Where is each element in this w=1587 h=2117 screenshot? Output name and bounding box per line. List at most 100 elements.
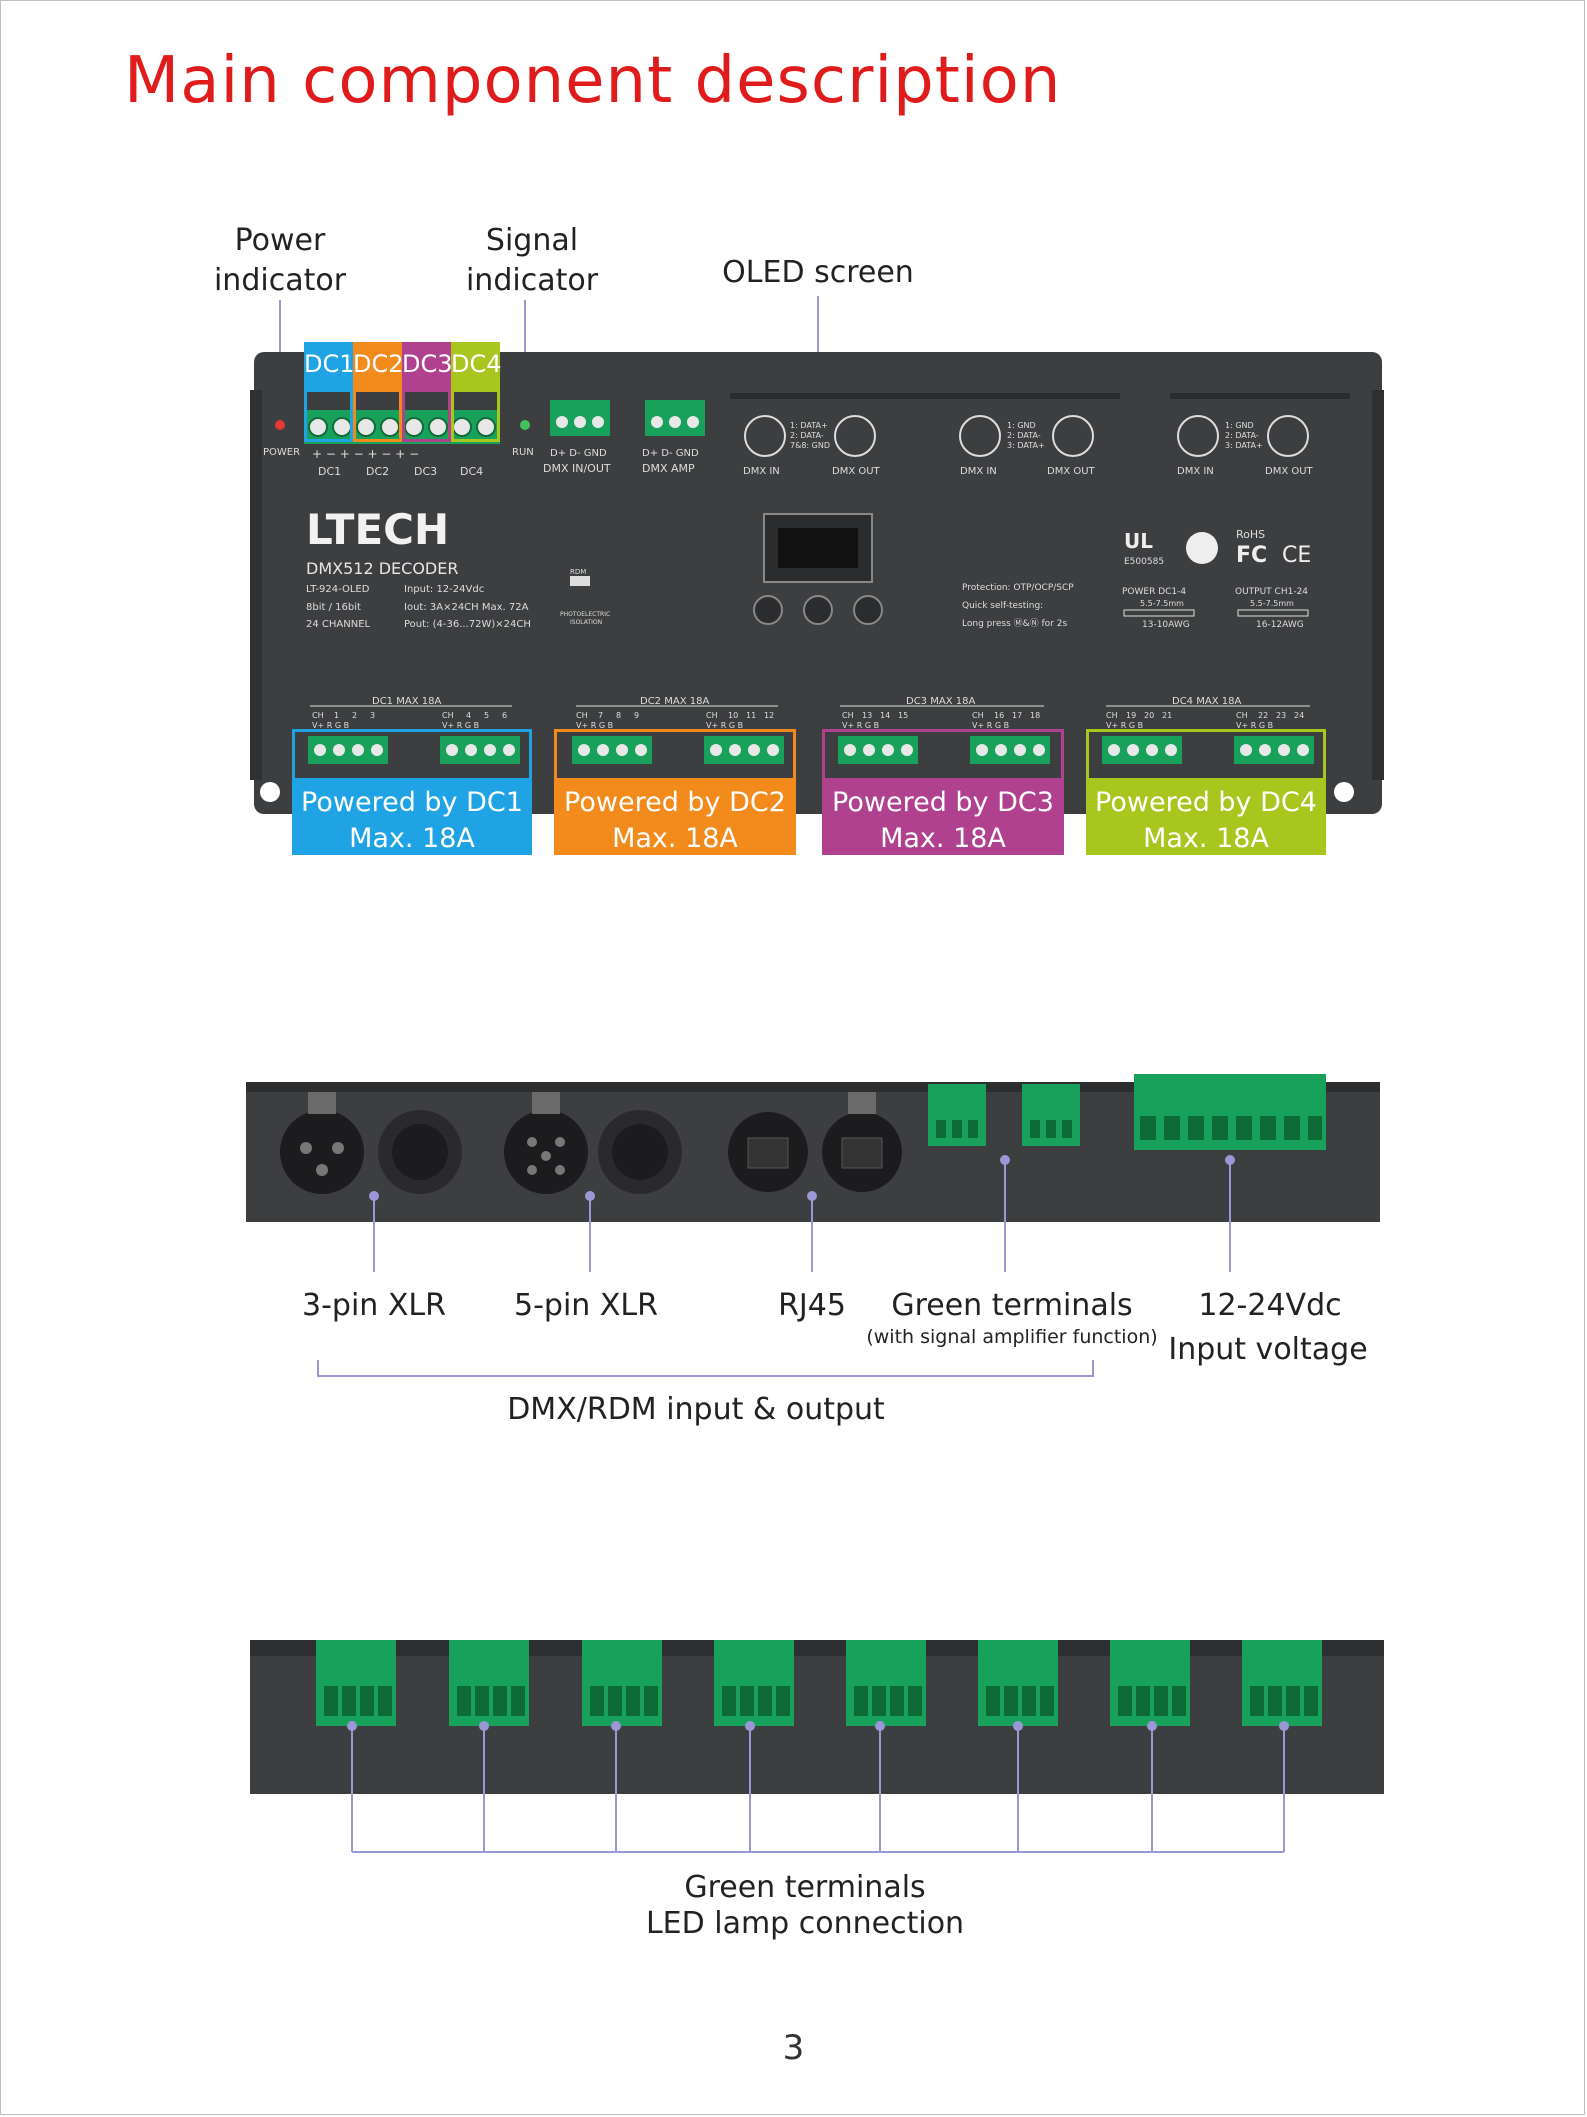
ch-label-1b: CH [442,711,454,720]
dc2-tab: DC2 [353,342,404,392]
svg-text:V+ R G B: V+ R G B [1106,721,1143,730]
left-spec-1: 8bit / 16bit [306,602,361,613]
signal-indicator-line2: indicator [465,263,599,298]
dmx-in-out-label: DMX IN/OUT [543,462,611,475]
top-callout-signal: Signal indicator [462,221,602,301]
rj45-pin-2: 2: DATA- [790,431,824,440]
ch-label-4a-2: 20 [1144,711,1154,720]
ch-label-4a: CH [1106,711,1118,720]
ch-label-3b-2: 17 [1012,711,1022,720]
top-callout-power: Power indicator [210,221,350,301]
ch-label-3a-2: 14 [880,711,890,720]
power-indicator-line1: Power [234,223,326,258]
ch-label-1b-2: 5 [484,711,489,720]
ch-label-2b: CH [706,711,718,720]
port-label-3: DMX IN [960,466,997,477]
port-label-4: DMX OUT [1047,466,1096,477]
top-view-device: POWER RUN + − + − + − + − DC1 DC2 DC3 DC… [250,296,1384,814]
svg-text:V+ R G B: V+ R G B [576,721,613,730]
xlr3-pin-3: 3: DATA+ [1225,441,1263,450]
bottom-body [250,1640,1384,1794]
ch-label-1b-1: 4 [466,711,471,720]
ch-label-3b-3: 18 [1030,711,1040,720]
powered-by-dc1-line1: Powered by DC1 [301,787,523,818]
xlr3-pin-2: 2: DATA- [1225,431,1259,440]
ch-label-4b-2: 23 [1276,711,1286,720]
power-wire-graphic [1123,609,1195,617]
powered-by-dc4-line1: Powered by DC4 [1095,787,1317,818]
ch-label-1b-3: 6 [502,711,507,720]
powered-by-dc1-line2: Max. 18A [349,823,475,854]
led-terminals-label-2: LED lamp connection [645,1906,965,1941]
ch-label-3b-1: 16 [994,711,1004,720]
ch-label-4a-3: 21 [1162,711,1172,720]
powered-by-dc1: Powered by DC1 Max. 18A [292,781,532,855]
ch-label-3a-1: 13 [862,711,872,720]
spec-line-2: Iout: 3A×24CH Max. 72A [404,602,529,613]
ch-label-2a-2: 8 [616,711,621,720]
svg-text:V+ R G B: V+ R G B [312,721,349,730]
power-spec-1: POWER DC1-4 [1122,587,1186,597]
xlr5-pin-1: 1: GND [1007,421,1036,430]
ch-label-3a: CH [842,711,854,720]
page-number: 3 [782,2028,805,2068]
power-spec-2: 5.5-7.5mm [1140,599,1184,608]
bottom-view-device [250,1640,1384,1853]
powered-by-dc3-line1: Powered by DC3 [832,787,1054,818]
ch-label-1a: CH [312,711,324,720]
xlr3-label: 3-pin XLR [302,1288,446,1323]
ch-label-4b: CH [1236,711,1248,720]
ch-label-1a-1: 1 [334,711,339,720]
port-label-1: DMX IN [743,466,780,477]
dmx-in-out-pins: D+ D- GND [550,448,607,459]
powered-by-dc3-line2: Max. 18A [880,823,1006,854]
output-group-label-2: DC2 MAX 18A [640,696,709,707]
oled-buttons [753,595,883,625]
power-led-label: POWER [263,447,300,458]
dmx-amp-label: DMX AMP [642,462,695,475]
xlr5-label: 5-pin XLR [514,1288,658,1323]
rj45-pin-1: 1: DATA+ [790,421,828,430]
dc-plusminus-row: + − + − + − + − [312,447,419,461]
green-terminals-label: Green terminals [891,1288,1133,1323]
protection-3: Long press Ⓜ&Ⓝ for 2s [962,618,1067,629]
ch-label-4a-1: 19 [1126,711,1136,720]
oled-screen-callout: OLED screen [722,255,914,290]
svg-text:V+ R G B: V+ R G B [442,721,479,730]
side-view-device [246,1074,1380,1377]
rdm-label: RDM [570,568,586,576]
dc4-tab: DC4 [451,342,502,392]
xlr5-pin-3: 3: DATA+ [1007,441,1045,450]
oled-display [778,528,858,568]
signal-indicator-line1: Signal [485,223,579,258]
powered-frame-4 [1086,729,1326,781]
xlr3-pin-1: 1: GND [1225,421,1254,430]
ch-label-1a-3: 3 [370,711,375,720]
run-led [520,420,530,430]
xlr5-pin-2: 2: DATA- [1007,431,1041,440]
page-title: Main component description [124,44,1062,118]
rj45-pin-3: 7&8: GND [790,441,830,450]
powered-by-dc2-line2: Max. 18A [612,823,738,854]
dc-under-label-3: DC3 [414,465,437,478]
ce-cert: CE [1282,543,1311,568]
xlr3-female-port [280,1110,364,1194]
dmx-rdm-label: DMX/RDM input & output [507,1392,885,1427]
led-terminals-label-1: Green terminals [684,1870,926,1905]
green-terminals-note: (with signal amplifier function) [866,1326,1158,1348]
spec-line-3: Pout: (4-36...72W)×24CH [404,619,531,630]
rdm-arrow [570,576,590,586]
ch-label-1a-2: 2 [352,711,357,720]
dc-input-screws [308,417,496,437]
powered-frame-2 [554,729,796,781]
left-spec-2: 24 CHANNEL [306,619,371,630]
power-led [275,420,285,430]
port-label-5: DMX IN [1177,466,1214,477]
powered-by-dc2: Powered by DC2 Max. 18A [554,781,796,855]
ch-label-3b: CH [972,711,984,720]
ch-label-2b-1: 10 [728,711,738,720]
powered-by-dc3: Powered by DC3 Max. 18A [822,781,1064,855]
ch-label-2b-3: 12 [764,711,774,720]
channel-number-labels: CH 1 2 3 CH 4 5 6 CH 7 8 9 CH 10 11 12 C… [312,711,1304,720]
ch-label-4b-1: 22 [1258,711,1268,720]
